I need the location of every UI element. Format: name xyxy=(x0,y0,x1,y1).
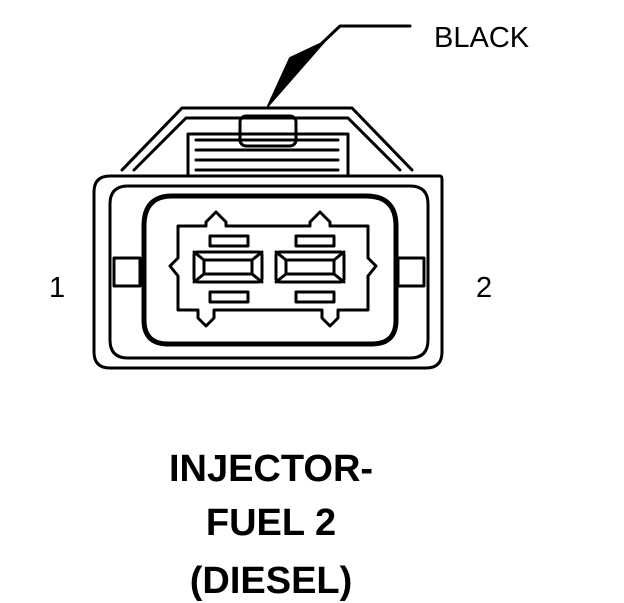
slot-bottom-2 xyxy=(294,290,336,304)
slot-bottom-1 xyxy=(208,290,250,304)
housing-rim xyxy=(108,184,430,360)
caption-line-2: FUEL 2 xyxy=(205,502,337,544)
pin-cavity-2 xyxy=(274,250,346,284)
pin-1-label: 1 xyxy=(49,272,66,304)
caption-line-1: INJECTOR- xyxy=(168,448,374,490)
terminal-insert xyxy=(168,210,378,328)
caption-line-3: (DIESEL) xyxy=(189,560,353,602)
slot-top-1 xyxy=(208,234,250,248)
side-tab-right xyxy=(396,256,426,288)
terminal-cavity xyxy=(141,193,399,347)
locking-latch xyxy=(120,106,414,178)
side-tab-left xyxy=(112,256,142,288)
connector-housing xyxy=(92,174,444,370)
leader-arrow xyxy=(267,24,412,107)
pin-2-label: 2 xyxy=(476,272,493,304)
slot-top-2 xyxy=(294,234,336,248)
wire-color-label: BLACK xyxy=(434,22,530,54)
pin-cavity-1 xyxy=(192,250,264,284)
